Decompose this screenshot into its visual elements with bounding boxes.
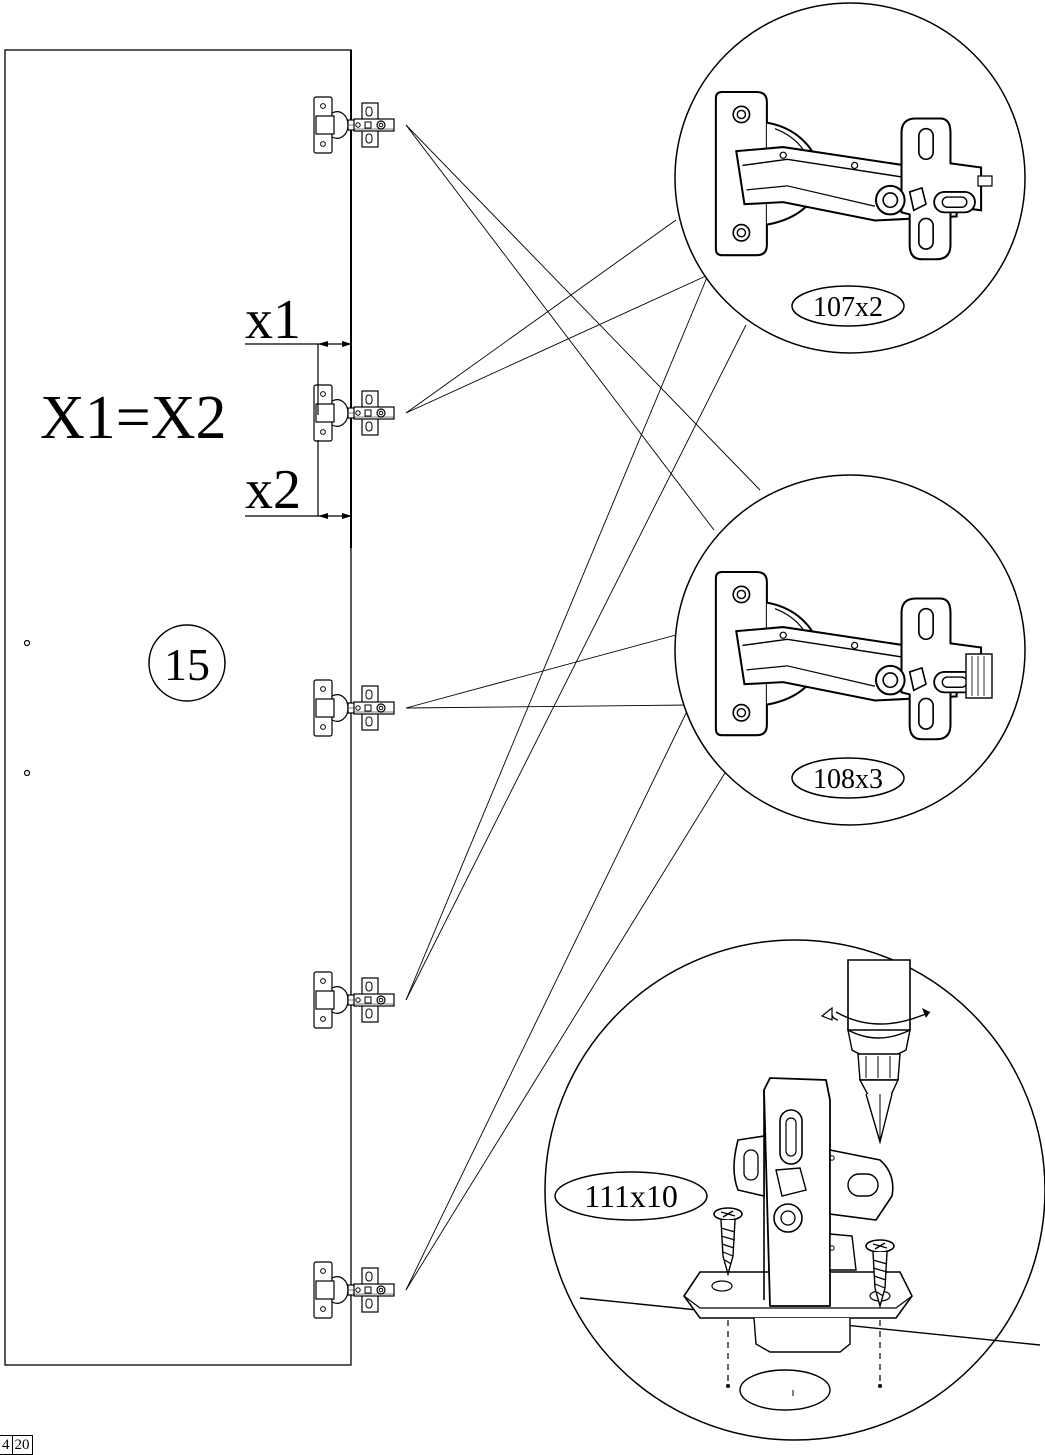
dimension-x1-label: x1: [245, 289, 301, 351]
panel-hole: [23, 639, 31, 647]
page-current: 4: [2, 1437, 10, 1453]
page-indicator: 4 20: [0, 1435, 33, 1455]
hinge-bottom: [313, 1261, 395, 1319]
panel-hole: [23, 769, 31, 777]
hinge-fourth: [313, 971, 395, 1029]
hinge-middle: [313, 679, 395, 737]
hinge-top: [313, 96, 395, 154]
callout-label-107: 107x2: [813, 292, 883, 323]
leader-lines: [405, 124, 761, 1291]
hinge-second: [313, 384, 395, 442]
detail-circle-111: 111x10: [544, 939, 1045, 1441]
dimension-equation: X1=X2: [40, 384, 227, 452]
detail-circle-108: 108x3: [674, 474, 1026, 826]
part-number-circle: [148, 624, 226, 702]
dimension-x1: [245, 341, 352, 415]
callout-label-108: 108x3: [813, 764, 883, 795]
door-panel: [4, 49, 352, 1366]
page-total: 20: [11, 1436, 32, 1454]
part-number: 15: [164, 639, 210, 690]
detail-circle-107: 107x2: [674, 2, 1026, 354]
callout-label-111: 111x10: [584, 1178, 678, 1214]
dimension-x2: [245, 440, 352, 519]
dimension-x2-label: x2: [245, 459, 301, 521]
